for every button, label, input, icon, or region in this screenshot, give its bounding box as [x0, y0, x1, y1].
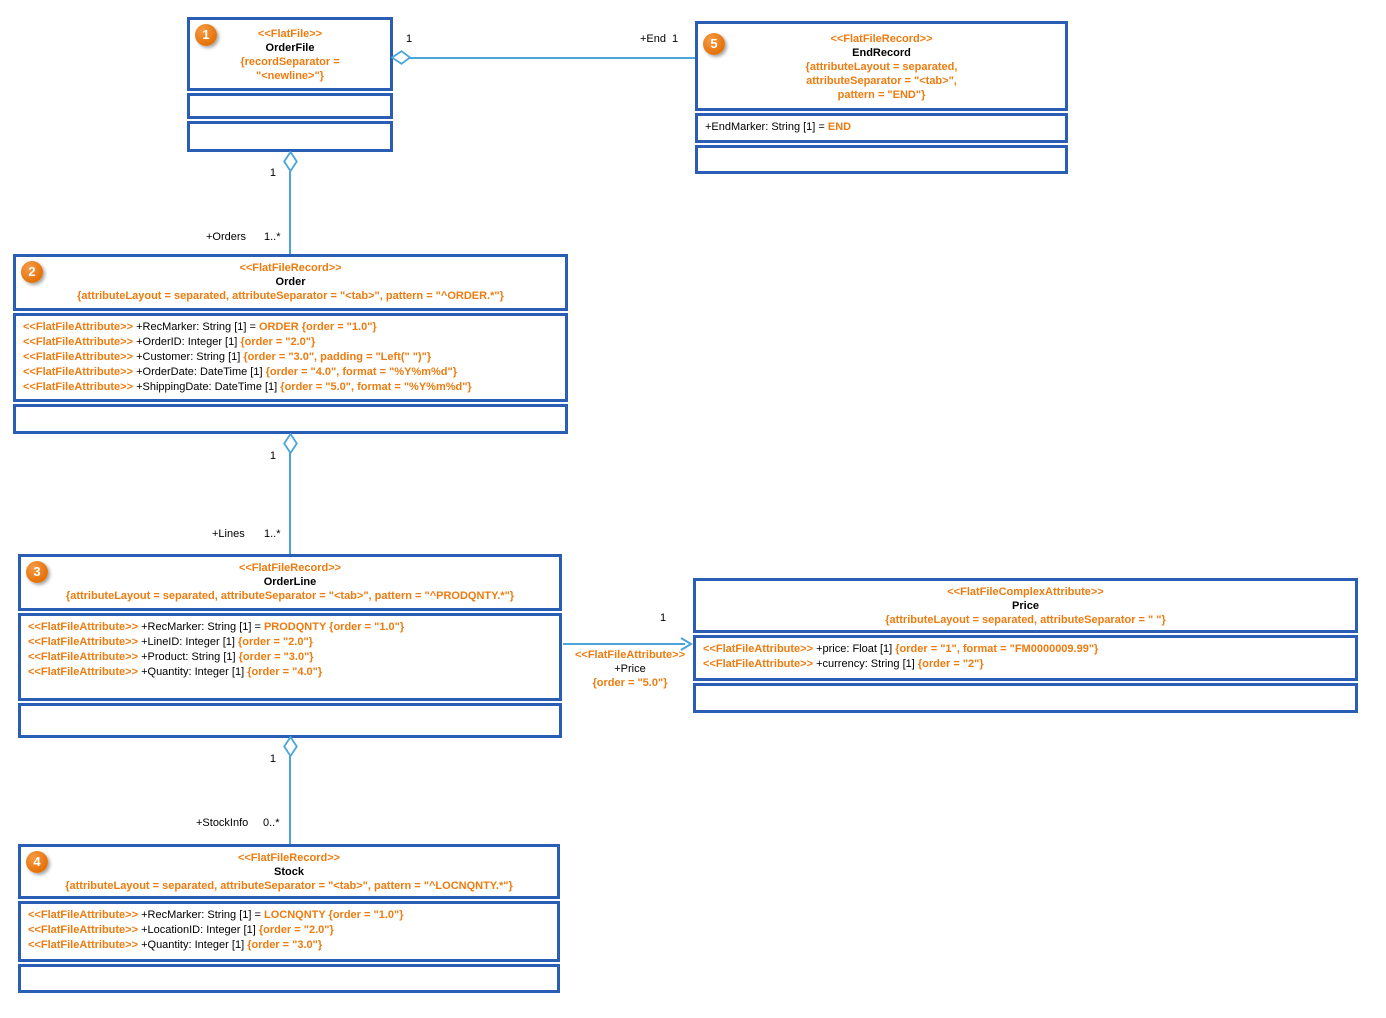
attribute-row: <<FlatFileAttribute>> +LineID: Integer [… [28, 636, 313, 648]
class-box-order[interactable]: 2 <<FlatFileRecord>> Order {attributeLay… [13, 254, 568, 434]
class-stereotype: <<FlatFile>> [257, 28, 323, 40]
class-constraint: {attributeLayout = separated, attributeS… [885, 614, 1166, 626]
attribute-row: <<FlatFileAttribute>> +ShippingDate: Dat… [23, 381, 472, 393]
attribute-row: <<FlatFileAttribute>> +Quantity: Integer… [28, 666, 323, 678]
role-file-orders: +Orders [206, 231, 247, 243]
attribute-row: <<FlatFileAttribute>> +Product: String [… [28, 651, 314, 663]
class-stereotype: <<FlatFileRecord>> [239, 262, 342, 274]
attributes-compartment: <<FlatFileAttribute>> +RecMarker: String… [18, 901, 560, 962]
mult-file-end-source: 1 [406, 33, 413, 45]
class-name: Order [275, 276, 306, 288]
attribute-row: <<FlatFileAttribute>> +Customer: String … [23, 351, 432, 363]
class-stereotype: <<FlatFileRecord>> [237, 852, 341, 864]
connector-file-orders-line[interactable] [289, 171, 291, 254]
class-name: Price [1012, 600, 1039, 612]
label-line-price-stereotype: <<FlatFileAttribute>> [574, 649, 686, 661]
role-order-lines: +Lines [212, 528, 245, 540]
class-constraint: {attributeLayout = separated, attributeS… [77, 290, 504, 302]
mult-file-orders-target: 1..* [264, 231, 281, 243]
attributes-compartment: <<FlatFileAttribute>> +price: Float [1] … [693, 635, 1358, 681]
class-box-stock[interactable]: 4 <<FlatFileRecord>> Stock {attributeLay… [18, 844, 560, 993]
mult-file-end-target: 1 [672, 33, 679, 45]
badge-orderfile: 1 [195, 24, 217, 46]
class-header-endrecord: <<FlatFileRecord>> EndRecord {attributeL… [695, 21, 1068, 111]
mult-line-price-target: 1 [659, 612, 667, 624]
label-line-price-name: +Price [614, 663, 646, 675]
mult-line-stock-target: 0..* [263, 817, 280, 829]
mult-order-lines-target: 1..* [264, 528, 281, 540]
class-stereotype: <<FlatFileRecord>> [830, 33, 933, 45]
aggregation-diamond-icon [283, 433, 298, 454]
operations-compartment [693, 683, 1358, 713]
attributes-compartment: +EndMarker: String [1] = END [695, 113, 1068, 143]
badge-order: 2 [21, 261, 43, 283]
attribute-row: <<FlatFileAttribute>> +RecMarker: String… [28, 909, 404, 921]
attribute-row: <<FlatFileAttribute>> +currency: String … [703, 658, 984, 670]
class-stereotype: <<FlatFileRecord>> [238, 562, 342, 574]
class-name: EndRecord [852, 47, 911, 59]
attribute-row: <<FlatFileAttribute>> +LocationID: Integ… [28, 924, 334, 936]
connector-line-stock-line[interactable] [289, 756, 291, 844]
operations-compartment [18, 964, 560, 993]
attributes-compartment: <<FlatFileAttribute>> +RecMarker: String… [18, 613, 562, 701]
open-arrowhead-icon [680, 637, 693, 651]
class-header-order: <<FlatFileRecord>> Order {attributeLayou… [13, 254, 568, 311]
attribute-row: <<FlatFileAttribute>> +RecMarker: String… [28, 621, 405, 633]
class-box-orderline[interactable]: 3 <<FlatFileRecord>> OrderLine {attribut… [18, 554, 562, 738]
mult-line-stock-source: 1 [269, 753, 276, 765]
mult-order-lines-source: 1 [269, 450, 276, 462]
operations-compartment [18, 703, 562, 738]
class-header-price: <<FlatFileComplexAttribute>> Price {attr… [693, 578, 1358, 633]
operations-compartment [695, 145, 1068, 174]
class-header-orderline: <<FlatFileRecord>> OrderLine {attributeL… [18, 554, 562, 611]
badge-orderline: 3 [26, 561, 48, 583]
class-constraint: {recordSeparator = "<newline>"} [240, 56, 340, 82]
attribute-row: <<FlatFileAttribute>> +RecMarker: String… [23, 321, 377, 333]
connector-line-price-line[interactable] [563, 643, 685, 645]
connector-order-lines-line[interactable] [289, 453, 291, 554]
attributes-compartment [187, 93, 393, 119]
label-line-price: <<FlatFileAttribute>> +Price {order = "5… [560, 648, 700, 690]
operations-compartment [13, 404, 568, 434]
attribute-row: <<FlatFileAttribute>> +OrderDate: DateTi… [23, 366, 458, 378]
badge-stock: 4 [26, 851, 48, 873]
class-header-orderfile: <<FlatFile>> OrderFile {recordSeparator … [187, 17, 393, 91]
mult-file-orders-source: 1 [269, 167, 276, 179]
class-constraint: {attributeLayout = separated, attributeS… [65, 880, 513, 892]
class-name: OrderFile [265, 42, 315, 54]
class-constraint: {attributeLayout = separated, attributeS… [805, 61, 958, 101]
class-stereotype: <<FlatFileComplexAttribute>> [947, 586, 1104, 598]
role-line-stock: +StockInfo [196, 817, 249, 829]
class-name: Stock [274, 866, 304, 878]
attribute-row: <<FlatFileAttribute>> +Quantity: Integer… [28, 939, 323, 951]
aggregation-diamond-icon [283, 151, 298, 172]
class-box-orderfile[interactable]: 1 <<FlatFile>> OrderFile {recordSeparato… [187, 17, 393, 152]
attributes-compartment: <<FlatFileAttribute>> +RecMarker: String… [13, 313, 568, 402]
class-box-price[interactable]: <<FlatFileComplexAttribute>> Price {attr… [693, 578, 1358, 713]
connector-file-end-line[interactable] [409, 57, 695, 59]
aggregation-diamond-icon [391, 50, 411, 65]
class-box-endrecord[interactable]: 5 <<FlatFileRecord>> EndRecord {attribut… [695, 21, 1068, 174]
role-file-end: +End [640, 33, 666, 45]
attribute-row: <<FlatFileAttribute>> +price: Float [1] … [703, 643, 1099, 655]
class-header-stock: <<FlatFileRecord>> Stock {attributeLayou… [18, 844, 560, 899]
badge-endrecord: 5 [703, 33, 725, 55]
class-constraint: {attributeLayout = separated, attributeS… [65, 590, 515, 602]
operations-compartment [187, 121, 393, 152]
class-name: OrderLine [263, 576, 317, 588]
attribute-row: +EndMarker: String [1] = END [705, 121, 852, 133]
label-line-price-tail: {order = "5.0"} [592, 677, 668, 689]
attribute-row: <<FlatFileAttribute>> +OrderID: Integer … [23, 336, 316, 348]
aggregation-diamond-icon [283, 736, 298, 757]
